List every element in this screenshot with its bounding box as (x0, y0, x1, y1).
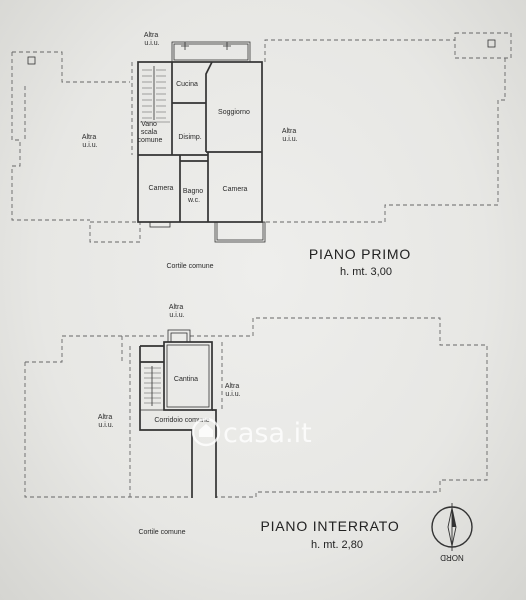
basement-stair-steps (144, 367, 161, 404)
top-balcony-inner (173, 43, 249, 61)
label-altra-uiu-right: Altra u.i.u. (282, 128, 298, 143)
label-line: scala (141, 129, 157, 136)
label-line: u.i.u. (169, 312, 184, 319)
corridor-right-wall (212, 409, 217, 498)
label-camera-right: Camera (223, 186, 248, 193)
label-line: u.i.u. (82, 142, 97, 149)
label-basement-altra-uiu-left: Altra u.i.u. (98, 414, 114, 429)
label-cortile-comune-bottom: Cortile comune (138, 529, 185, 536)
label-line: Altra (225, 383, 240, 390)
top-balcony-marks (181, 42, 231, 50)
left-neighbour-outer-outline (11, 52, 90, 221)
piano-primo-apartment-walls (137, 41, 266, 243)
label-line: Altra (98, 414, 113, 421)
label-altra-uiu-top: Altra u.i.u. (144, 32, 160, 47)
label-line: u.i.u. (225, 391, 240, 398)
label-corridoio-comune: Corridoio comune (154, 417, 209, 424)
piano-interrato-stair (144, 366, 161, 406)
casa-it-watermark: casa.it (191, 417, 312, 449)
label-line: u.i.u. (144, 40, 159, 47)
label-disimp: Disimp. (178, 134, 201, 141)
piano-primo-title: PIANO PRIMO (309, 246, 411, 262)
north-arrow-icon: NORD (431, 503, 473, 562)
label-line: Altra (282, 128, 297, 135)
label-line: Vano (141, 121, 157, 128)
label-line: u.i.u. (282, 136, 297, 143)
living-room-left-wall (205, 61, 213, 152)
left-corner-marker (27, 56, 36, 65)
bottom-balcony-outer (214, 221, 266, 243)
label-line: Bagno (183, 188, 203, 195)
label-cucina: Cucina (176, 81, 198, 88)
piano-interrato-neighbour-outlines (24, 317, 488, 498)
label-line: Altra (82, 134, 97, 141)
label-line: u.i.u. (98, 422, 113, 429)
label-line: Altra (169, 304, 184, 311)
compass-needle-fill (452, 508, 456, 527)
top-balcony-outer (171, 41, 251, 63)
left-neighbour-balcony (89, 221, 141, 243)
label-vano-scala-comune: Vano scala comune (138, 121, 163, 144)
bottom-balcony-inner (216, 221, 264, 241)
label-basement-altra-uiu-top: Altra u.i.u. (169, 304, 185, 319)
bedroom-window-sill (149, 221, 171, 228)
right-neighbour-top-outline (264, 39, 455, 62)
basement-top-protrusion-inner (170, 332, 188, 343)
piano-primo-height: h. mt. 3,00 (340, 266, 392, 278)
right-corner-marker (487, 39, 496, 48)
apartment-outer-wall (137, 61, 263, 223)
label-basement-altra-uiu-right: Altra u.i.u. (225, 383, 241, 398)
left-neighbour-top-outline (12, 51, 130, 83)
piano-interrato-title: PIANO INTERRATO (260, 518, 399, 534)
label-soggiorno: Soggiorno (218, 109, 250, 116)
label-line: w.c. (187, 197, 200, 204)
piano-interrato-height: h. mt. 2,80 (311, 539, 363, 551)
piano-primo-plan: Altra u.i.u. Cucina Soggiorno Vano scala… (11, 32, 512, 278)
label-line: Altra (144, 32, 159, 39)
basement-top-left-outline (25, 335, 166, 363)
label-altra-uiu-left: Altra u.i.u. (82, 134, 98, 149)
basement-left-outline (24, 362, 190, 498)
piano-interrato-plan: Altra u.i.u. Cantina Altra u.i.u. Altra … (24, 304, 488, 551)
right-neighbour-outer-outline (265, 58, 506, 223)
house-circle-icon (191, 417, 221, 447)
piano-primo-stair (140, 66, 170, 123)
compass-label: NORD (440, 553, 464, 562)
cantina-walls (163, 341, 213, 411)
right-neighbour-top-box (454, 32, 512, 59)
piano-primo-neighbour-outlines (11, 32, 512, 243)
basement-stair-walls (139, 345, 193, 498)
label-bagno-wc: Bagno w.c. (183, 188, 205, 204)
piano-interrato-walls (139, 329, 217, 498)
label-camera-left: Camera (149, 185, 174, 192)
watermark-text: casa.it (223, 418, 312, 449)
stair-steps (142, 69, 166, 119)
basement-right-outline (190, 317, 488, 498)
cantina-inner-walls (166, 344, 210, 408)
label-cantina: Cantina (174, 376, 198, 383)
label-line: comune (138, 137, 163, 144)
label-cortile-comune-top: Cortile comune (166, 263, 213, 270)
